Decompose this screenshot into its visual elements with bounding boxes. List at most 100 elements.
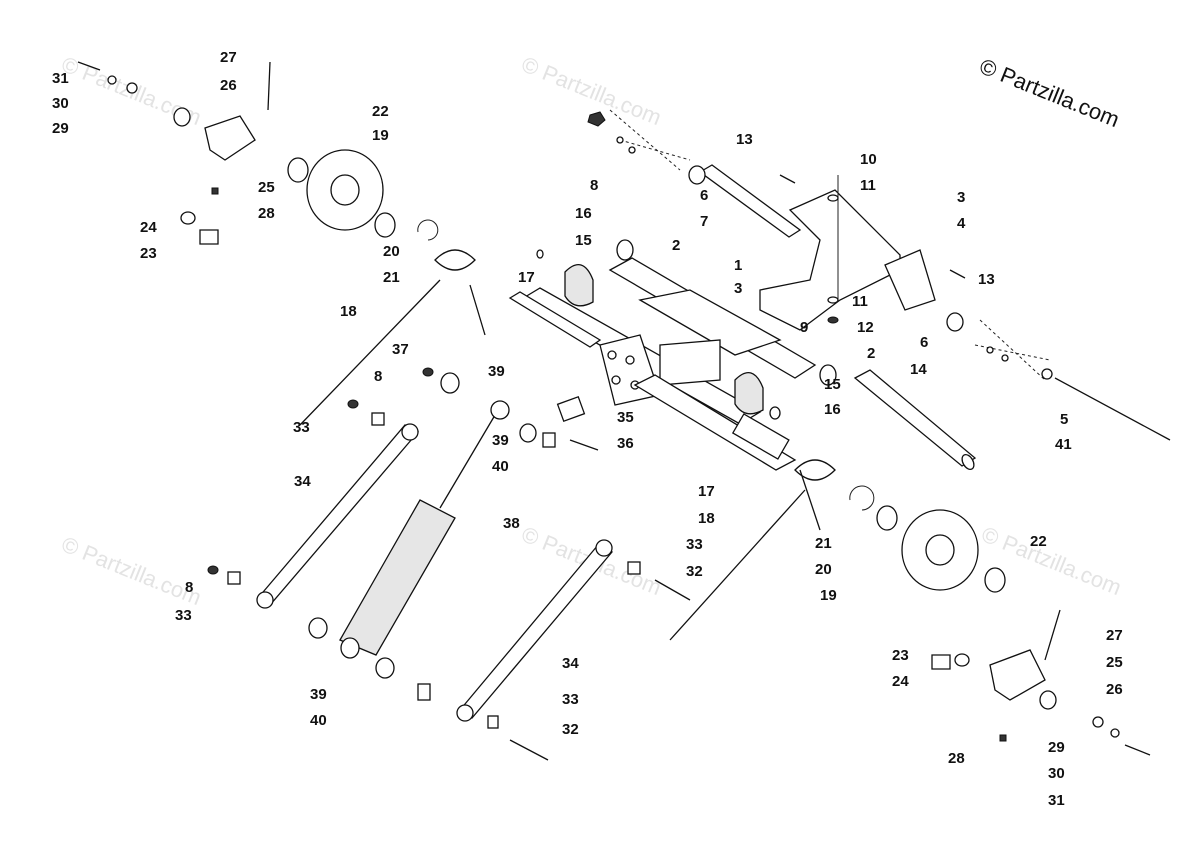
callout-label: 18 <box>340 303 357 320</box>
callout-label: 41 <box>1055 436 1072 453</box>
setscrew-28-left <box>211 187 219 195</box>
callout-label: 13 <box>736 131 753 148</box>
bolt-5 <box>1054 377 1171 441</box>
callout-label: 16 <box>824 401 841 418</box>
callout-label: 30 <box>52 95 69 112</box>
link-34-lower <box>459 544 614 719</box>
callout-label: 32 <box>562 721 579 738</box>
washer-24-right <box>954 653 970 667</box>
nut-12 <box>827 316 839 324</box>
callout-label: 40 <box>492 458 509 475</box>
nut-37 <box>422 367 434 377</box>
callout-label: 38 <box>503 515 520 532</box>
callout-label: 34 <box>294 473 311 490</box>
washer-29-left <box>126 82 138 94</box>
callout-label: 39 <box>492 432 509 449</box>
callout-label: 22 <box>1030 533 1047 550</box>
callout-label: 20 <box>815 561 832 578</box>
callout-label: 26 <box>1106 681 1123 698</box>
callout-label: 2 <box>672 237 680 254</box>
spring-18-left <box>434 249 476 271</box>
callout-label: 8 <box>590 177 598 194</box>
bolt-36 <box>569 439 599 451</box>
callout-label: 18 <box>698 510 715 527</box>
bushing-39-lower <box>375 657 395 679</box>
callout-label: 15 <box>824 376 841 393</box>
callout-label: 2 <box>867 345 875 362</box>
bolt-27-right <box>1044 609 1061 661</box>
callout-label: 11 <box>852 293 868 310</box>
bracket-4 <box>884 249 936 311</box>
bumper-15-rear <box>734 372 764 415</box>
nut-8-left <box>207 565 219 575</box>
callout-label: 1 <box>734 257 742 274</box>
callout-label: 19 <box>372 127 389 144</box>
bushing-33-mid <box>627 561 641 575</box>
callout-label: 33 <box>175 607 192 624</box>
bolt-31-left <box>77 61 101 71</box>
clip-21-left <box>417 219 439 241</box>
callout-label: 28 <box>258 205 275 222</box>
setscrew-28-right <box>999 734 1007 742</box>
bushing-39-bottom <box>308 617 328 639</box>
clip-21-right <box>849 485 875 511</box>
callout-label: 36 <box>617 435 634 452</box>
callout-label: 25 <box>1106 654 1123 671</box>
callout-label: 3 <box>957 189 965 206</box>
callout-label: 35 <box>617 409 634 426</box>
center-frame <box>508 239 977 471</box>
watermark: © Partzilla.com <box>58 531 205 610</box>
callout-label: 19 <box>820 587 837 604</box>
callout-label: 39 <box>488 363 505 380</box>
rear-bracket-assembly <box>587 111 1171 441</box>
mount-25-right <box>989 649 1046 701</box>
bushing-6-upper <box>688 165 706 185</box>
callout-label: 10 <box>860 151 877 168</box>
bushing-23-right <box>931 654 951 670</box>
callout-label: 4 <box>957 215 966 232</box>
bushing-2-rear <box>819 364 837 386</box>
callout-label: 8 <box>374 368 382 385</box>
callout-label: 7 <box>700 213 708 230</box>
callout-label: 16 <box>575 205 592 222</box>
left-upper-wheel-assembly <box>77 61 486 426</box>
callout-label: 27 <box>1106 627 1123 644</box>
bushing-23-left <box>199 229 219 245</box>
spacer-35 <box>556 395 586 423</box>
track-section-upper <box>609 109 691 171</box>
ring-16-front <box>536 249 544 259</box>
bearing-22-left <box>287 157 309 183</box>
bracket-3 <box>759 189 901 331</box>
callout-label: 6 <box>920 334 928 351</box>
spacer-40-lower <box>417 683 431 701</box>
sleeve-17-rear <box>731 413 790 460</box>
callout-label: 6 <box>700 187 708 204</box>
callout-label: 33 <box>562 691 579 708</box>
washer-30-left <box>107 75 117 85</box>
brand-logo-text: © Partzilla.com <box>976 53 1123 132</box>
callout-label: 27 <box>220 49 237 66</box>
callout-label: 3 <box>734 280 742 297</box>
shaft-7 <box>698 164 802 238</box>
callout-label: 23 <box>892 647 909 664</box>
callout-label: 9 <box>800 319 808 336</box>
bolt-32-mid <box>654 579 691 601</box>
callout-label: 12 <box>857 319 874 336</box>
washer-29-right <box>1092 716 1104 728</box>
callout-label: 15 <box>575 232 592 249</box>
callout-label: 37 <box>392 341 409 358</box>
frame-top-plate <box>638 289 782 356</box>
washer-30-right <box>1110 728 1120 738</box>
right-lower-wheel-assembly <box>669 459 1151 756</box>
callout-label: 20 <box>383 243 400 260</box>
callout-label: 40 <box>310 712 327 729</box>
bolt-32-lower <box>509 739 549 761</box>
callout-label: 24 <box>140 219 157 236</box>
bushing-6-lower <box>946 312 964 332</box>
bushing-33-upper <box>371 412 385 426</box>
callout-label: 21 <box>383 269 400 286</box>
mount-25-left <box>204 115 256 161</box>
spring-arm-18-right <box>669 489 806 641</box>
